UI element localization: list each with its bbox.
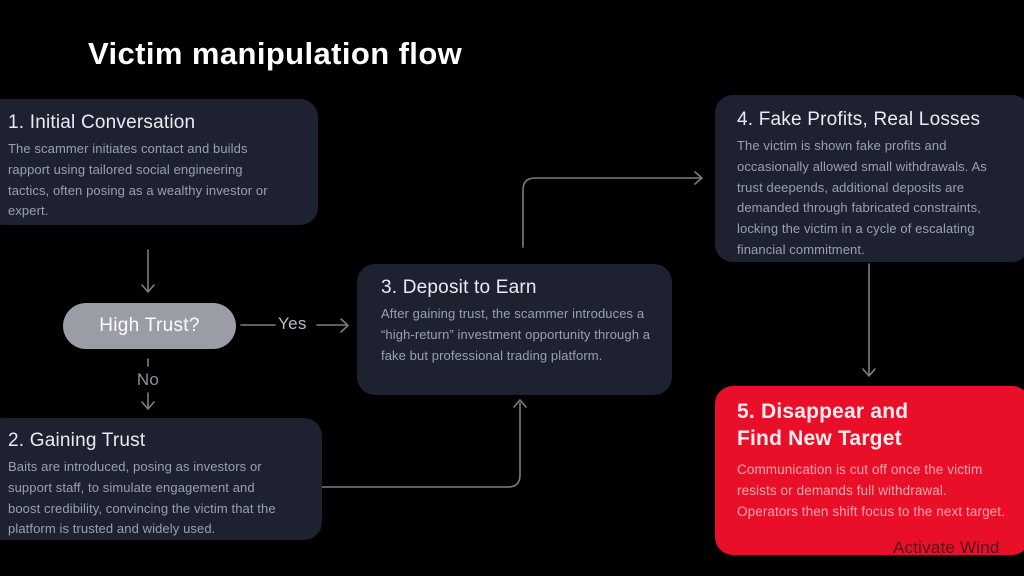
connector-step2-to-step3 [321,399,527,488]
node-body: Baits are introduced, posing as investor… [8,459,276,537]
decision-label: High Trust? [99,315,200,336]
node-title-line2: Find New Target [737,426,902,450]
node-title: 1. Initial Conversation [8,112,196,133]
node-title-line1: 5. Disappear and [737,400,909,423]
node-body: The victim is shown fake profits and occ… [737,138,987,257]
node-fake-profits-real-losses: 4. Fake Profits, Real Losses The victim … [715,95,1024,262]
node-title: 4. Fake Profits, Real Losses [737,109,981,130]
connector-step1-to-decision [141,249,155,293]
edge-label-yes: Yes [278,314,307,333]
node-title: 2. Gaining Trust [8,430,146,451]
activate-windows-watermark: Activate Wind [893,538,1000,555]
connector-step4-to-step5 [862,263,876,377]
node-body: After gaining trust, the scammer introdu… [381,306,651,363]
node-initial-conversation: 1. Initial Conversation The scammer init… [0,99,318,225]
node-deposit-to-earn: 3. Deposit to Earn After gaining trust, … [357,264,672,395]
node-disappear-find-new-target: 5. Disappear and Find New Target Communi… [715,386,1024,555]
edge-label-no: No [136,370,160,389]
connector-step3-to-step4 [522,171,703,248]
node-body: The scammer initiates contact and builds… [8,141,268,219]
node-title: 5. Disappear and Find New Target [737,399,1018,453]
node-gaining-trust: 2. Gaining Trust Baits are introduced, p… [0,418,322,540]
decision-high-trust: High Trust? [63,303,236,349]
node-title: 3. Deposit to Earn [381,277,537,298]
node-body: Communication is cut off once the victim… [737,461,1005,520]
page-title: Victim manipulation flow [88,36,463,71]
